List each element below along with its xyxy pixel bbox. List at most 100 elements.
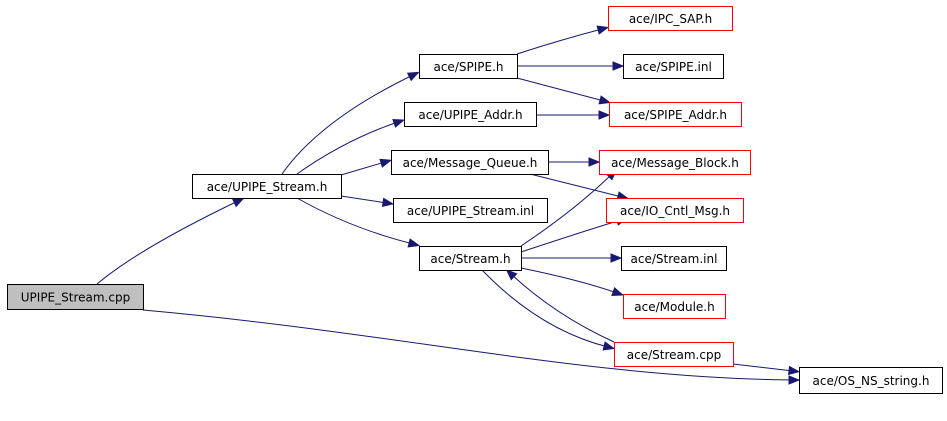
edge-arrowhead — [598, 95, 612, 105]
node-spipe-addr-h[interactable]: ace/SPIPE_Addr.h — [609, 102, 742, 127]
edge-arrowhead — [392, 118, 405, 128]
edge-arrowhead — [788, 375, 801, 385]
node-box — [623, 54, 724, 79]
edge-line — [281, 74, 414, 175]
node-box — [404, 102, 537, 127]
node-module-h[interactable]: ace/Module.h — [623, 294, 726, 319]
edges-layer — [96, 25, 801, 385]
edge-line — [529, 173, 623, 198]
node-box — [391, 150, 549, 175]
edge-line — [142, 309, 794, 381]
node-label: ace/UPIPE_Stream.h — [207, 180, 328, 194]
edge-upipe_stream_cpp-to-upipe_stream_h — [96, 197, 245, 285]
node-ipc-sap-h[interactable]: ace/IPC_SAP.h — [608, 6, 733, 31]
node-label: ace/UPIPE_Addr.h — [418, 108, 522, 122]
node-box — [192, 174, 342, 199]
node-label: ace/OS_NS_string.h — [813, 374, 930, 388]
edge-arrowhead — [598, 110, 611, 120]
edge-arrowhead — [505, 268, 518, 281]
edge-arrowhead — [602, 341, 616, 351]
node-label: ace/Stream.inl — [631, 252, 718, 266]
node-upipe-stream-h[interactable]: ace/UPIPE_Stream.h — [192, 174, 342, 199]
node-box — [419, 246, 522, 271]
edge-stream_h-to-stream_cpp — [481, 269, 616, 351]
edge-arrowhead — [406, 71, 420, 82]
edge-line — [296, 197, 414, 245]
node-box — [621, 246, 727, 271]
edge-line — [510, 273, 615, 343]
edge-line — [296, 121, 399, 175]
node-stream-h[interactable]: ace/Stream.h — [419, 246, 522, 271]
node-box — [606, 198, 744, 223]
node-box — [614, 342, 734, 367]
edge-stream_h-to-module_h — [520, 267, 624, 296]
node-upipe-addr-h[interactable]: ace/UPIPE_Addr.h — [404, 102, 537, 127]
edge-arrowhead — [610, 253, 623, 263]
edge-upipe_addr_h-to-spipe_addr_h — [536, 110, 611, 120]
node-stream-inl[interactable]: ace/Stream.inl — [621, 246, 727, 271]
node-spipe-h[interactable]: ace/SPIPE.h — [419, 54, 518, 79]
edge-arrowhead — [407, 238, 421, 248]
edge-line — [481, 269, 609, 348]
edge-upipe_stream_cpp-to-os_ns_string_h — [142, 309, 801, 385]
edge-arrowhead — [231, 197, 245, 208]
edge-line — [340, 161, 386, 176]
edge-upipe_stream_h-to-upipe_addr_h — [296, 118, 405, 175]
edge-arrowhead — [379, 158, 393, 168]
edge-line — [732, 363, 794, 372]
node-label: ace/Message_Queue.h — [403, 156, 538, 170]
edge-line — [516, 28, 603, 55]
edge-stream_cpp-to-stream_h — [505, 268, 615, 343]
node-upipe-stream-cpp: UPIPE_Stream.cpp — [7, 284, 144, 310]
node-label: ace/SPIPE.h — [433, 60, 503, 74]
edge-arrowhead — [588, 157, 601, 167]
node-label: ace/IO_Cntl_Msg.h — [620, 204, 730, 218]
edge-line — [516, 77, 605, 102]
node-upipe-stream-inl[interactable]: ace/UPIPE_Stream.inl — [393, 198, 548, 223]
edge-arrowhead — [381, 197, 395, 208]
node-message-queue-h[interactable]: ace/Message_Queue.h — [391, 150, 549, 175]
node-box — [419, 54, 518, 79]
nodes-layer: UPIPE_Stream.cpp ace/UPIPE_Stream.h ace/SP… — [7, 6, 943, 394]
node-message-block-h[interactable]: ace/Message_Block.h — [599, 150, 751, 175]
edge-spipe_h-to-spipe_addr_h — [516, 77, 612, 105]
edge-line — [96, 200, 239, 285]
node-label: ace/SPIPE_Addr.h — [624, 108, 727, 122]
node-label: ace/Module.h — [634, 300, 714, 314]
node-spipe-inl[interactable]: ace/SPIPE.inl — [623, 54, 724, 79]
node-io-cntl-msg-h[interactable]: ace/IO_Cntl_Msg.h — [606, 198, 744, 223]
edge-line — [520, 267, 618, 294]
edge-spipe_h-to-spipe_inl — [517, 61, 625, 71]
edge-upipe_stream_h-to-upipe_stream_inl — [340, 195, 395, 208]
node-box — [7, 284, 144, 310]
edge-message_queue_h-to-message_block_h — [548, 157, 601, 167]
node-label: UPIPE_Stream.cpp — [21, 291, 130, 305]
edge-spipe_h-to-ipc_sap_h — [516, 25, 610, 55]
edge-arrowhead — [611, 287, 624, 296]
node-box — [608, 6, 733, 31]
node-box — [393, 198, 548, 223]
edge-arrowhead — [596, 25, 610, 35]
edge-line — [340, 195, 388, 204]
edge-arrowhead — [787, 365, 801, 376]
node-label: ace/UPIPE_Stream.inl — [407, 204, 534, 218]
node-os-ns-string-h[interactable]: ace/OS_NS_string.h — [799, 367, 943, 394]
node-label: ace/Stream.cpp — [627, 348, 721, 362]
edge-upipe_stream_h-to-spipe_h — [281, 71, 420, 175]
node-box — [609, 102, 742, 127]
edge-upipe_stream_h-to-stream_h — [296, 197, 421, 248]
node-box — [599, 150, 751, 175]
node-label: ace/Stream.h — [430, 252, 510, 266]
node-label: ace/Message_Block.h — [611, 156, 739, 170]
edge-arrowhead — [612, 61, 625, 71]
node-stream-cpp[interactable]: ace/Stream.cpp — [614, 342, 734, 367]
node-box — [623, 294, 726, 319]
node-label: ace/SPIPE.inl — [635, 60, 712, 74]
node-box — [799, 367, 943, 394]
edge-line — [520, 173, 613, 247]
edge-upipe_stream_h-to-message_queue_h — [340, 158, 393, 176]
edge-stream_cpp-to-os_ns_string_h — [732, 363, 801, 376]
node-label: ace/IPC_SAP.h — [629, 12, 712, 26]
edge-stream_h-to-stream_inl — [521, 253, 623, 263]
